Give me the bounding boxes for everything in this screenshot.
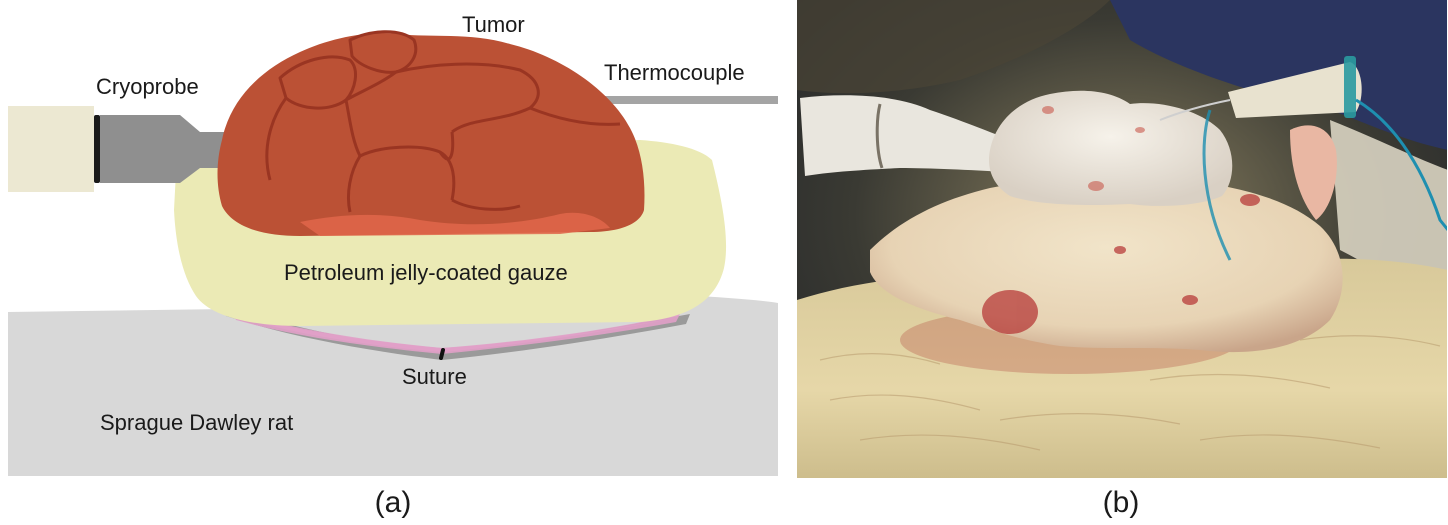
cryoprobe-label: Cryoprobe: [96, 74, 199, 99]
gauze-label: Petroleum jelly-coated gauze: [284, 260, 568, 285]
caption-a: (a): [375, 486, 412, 519]
cryoprobe-handle: [8, 106, 94, 192]
panel-a-diagram: Tumor Cryoprobe Thermocouple Petroleum j…: [8, 12, 778, 519]
suture-mark: [441, 350, 443, 358]
suture-label: Suture: [402, 364, 467, 389]
caption-b: (b): [1103, 486, 1140, 519]
thermocouple-wire: [598, 96, 778, 104]
rat-label: Sprague Dawley rat: [100, 410, 293, 435]
cryoprobe-collar: [94, 115, 100, 183]
thermocouple-label: Thermocouple: [604, 60, 745, 85]
tumor-label: Tumor: [462, 12, 525, 37]
panel-b-photo: [797, 0, 1448, 478]
tumor: [218, 32, 645, 236]
